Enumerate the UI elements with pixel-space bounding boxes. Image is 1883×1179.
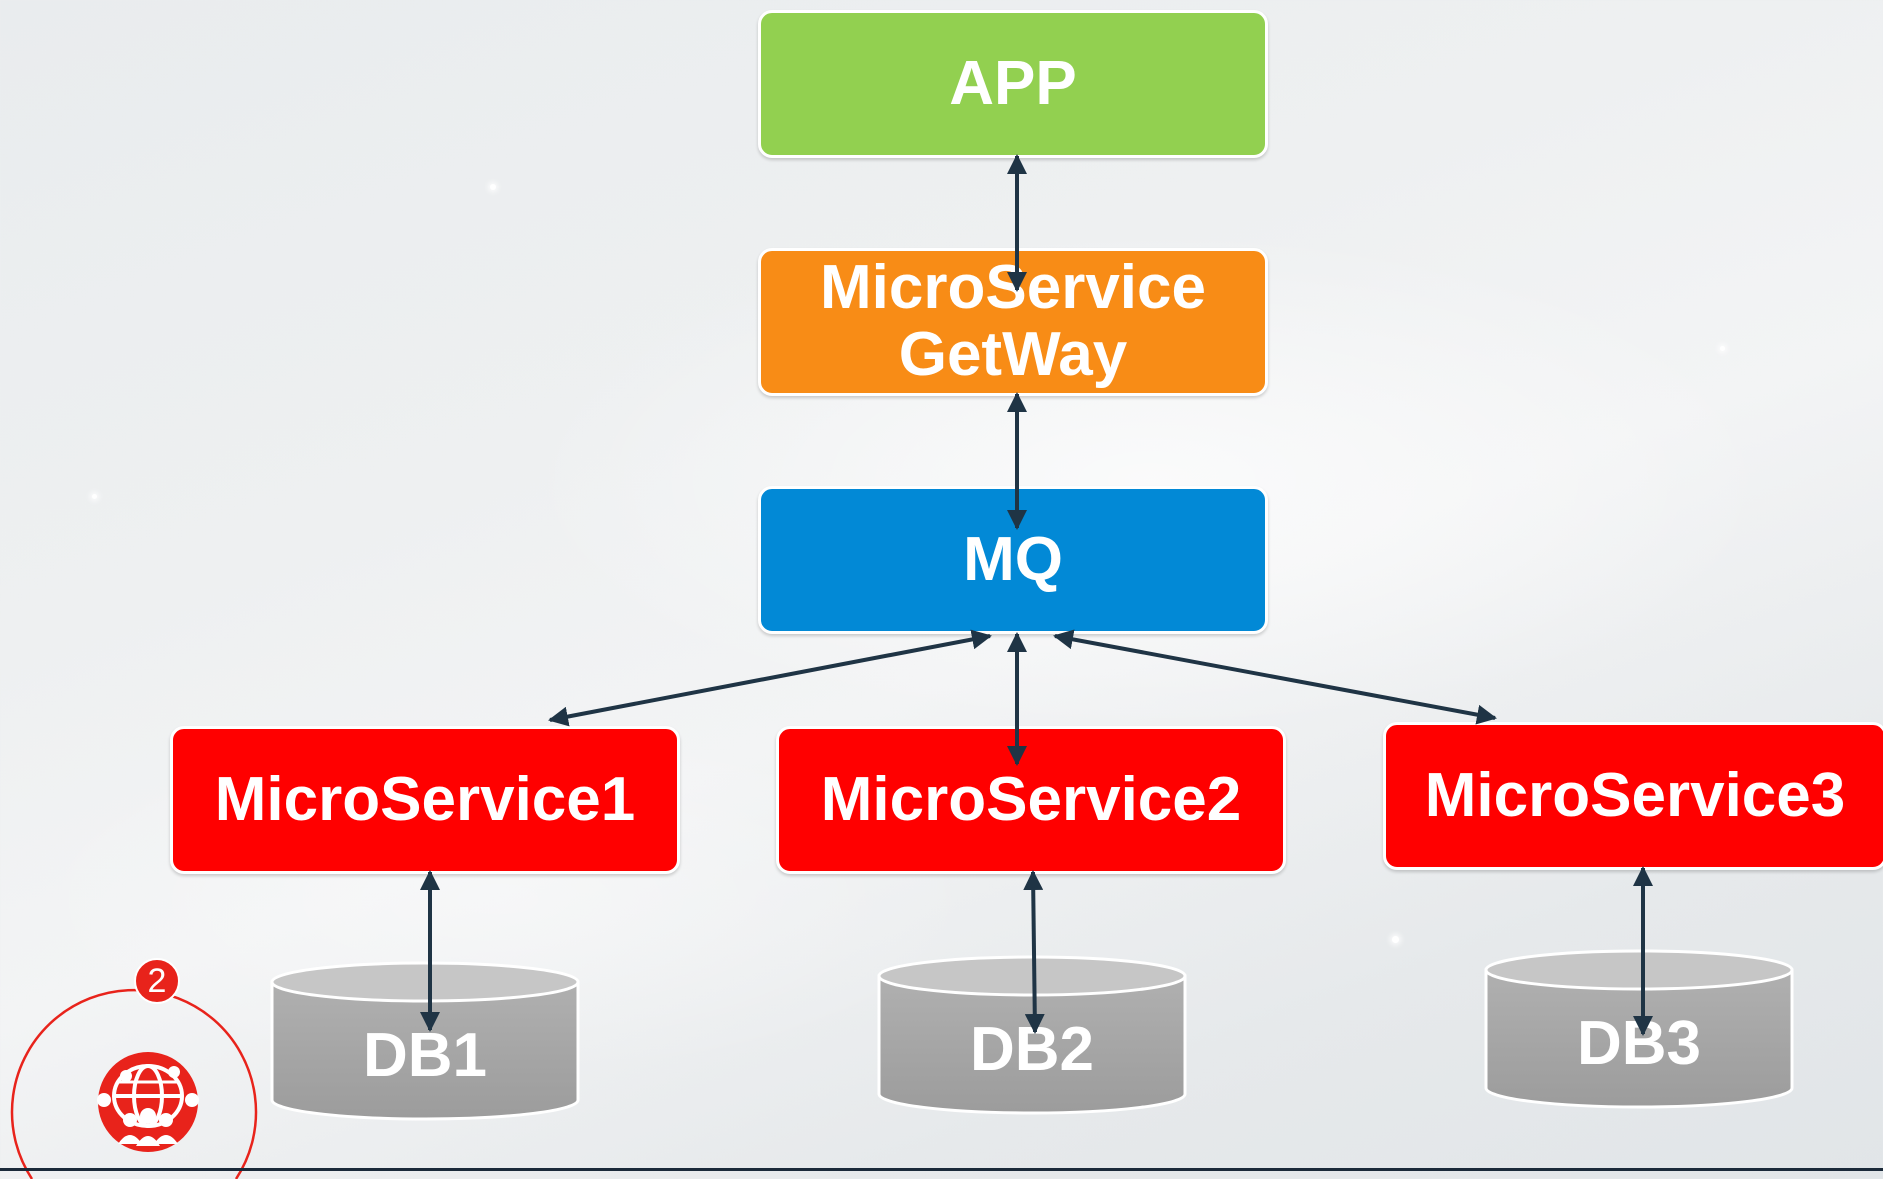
background-star xyxy=(490,184,496,190)
background-star xyxy=(1392,936,1399,943)
mq-label: MQ xyxy=(963,524,1063,594)
microservice1-label: MicroService1 xyxy=(214,764,636,834)
microservice3-label: MicroService3 xyxy=(1424,760,1846,830)
gateway-label-line2: GetWay xyxy=(898,320,1128,389)
background-star xyxy=(1720,346,1725,351)
arrow-mq-microservice1 xyxy=(548,629,992,727)
app-node: APP xyxy=(758,10,1268,158)
arrow-microservice2-db2 xyxy=(1023,870,1045,1034)
app-label: APP xyxy=(949,48,1077,118)
global-network-people-icon xyxy=(97,1052,199,1152)
db1-label: DB1 xyxy=(362,1021,488,1090)
bottom-divider xyxy=(0,1168,1883,1171)
background-star xyxy=(92,494,97,499)
microservice3-node: MicroService3 xyxy=(1383,722,1883,870)
microservice2-label: MicroService2 xyxy=(820,764,1242,834)
step-badge-number: 2 xyxy=(147,961,167,1000)
step-badge: 2 xyxy=(134,958,180,1004)
arrow-mq-microservice3 xyxy=(1053,629,1497,725)
